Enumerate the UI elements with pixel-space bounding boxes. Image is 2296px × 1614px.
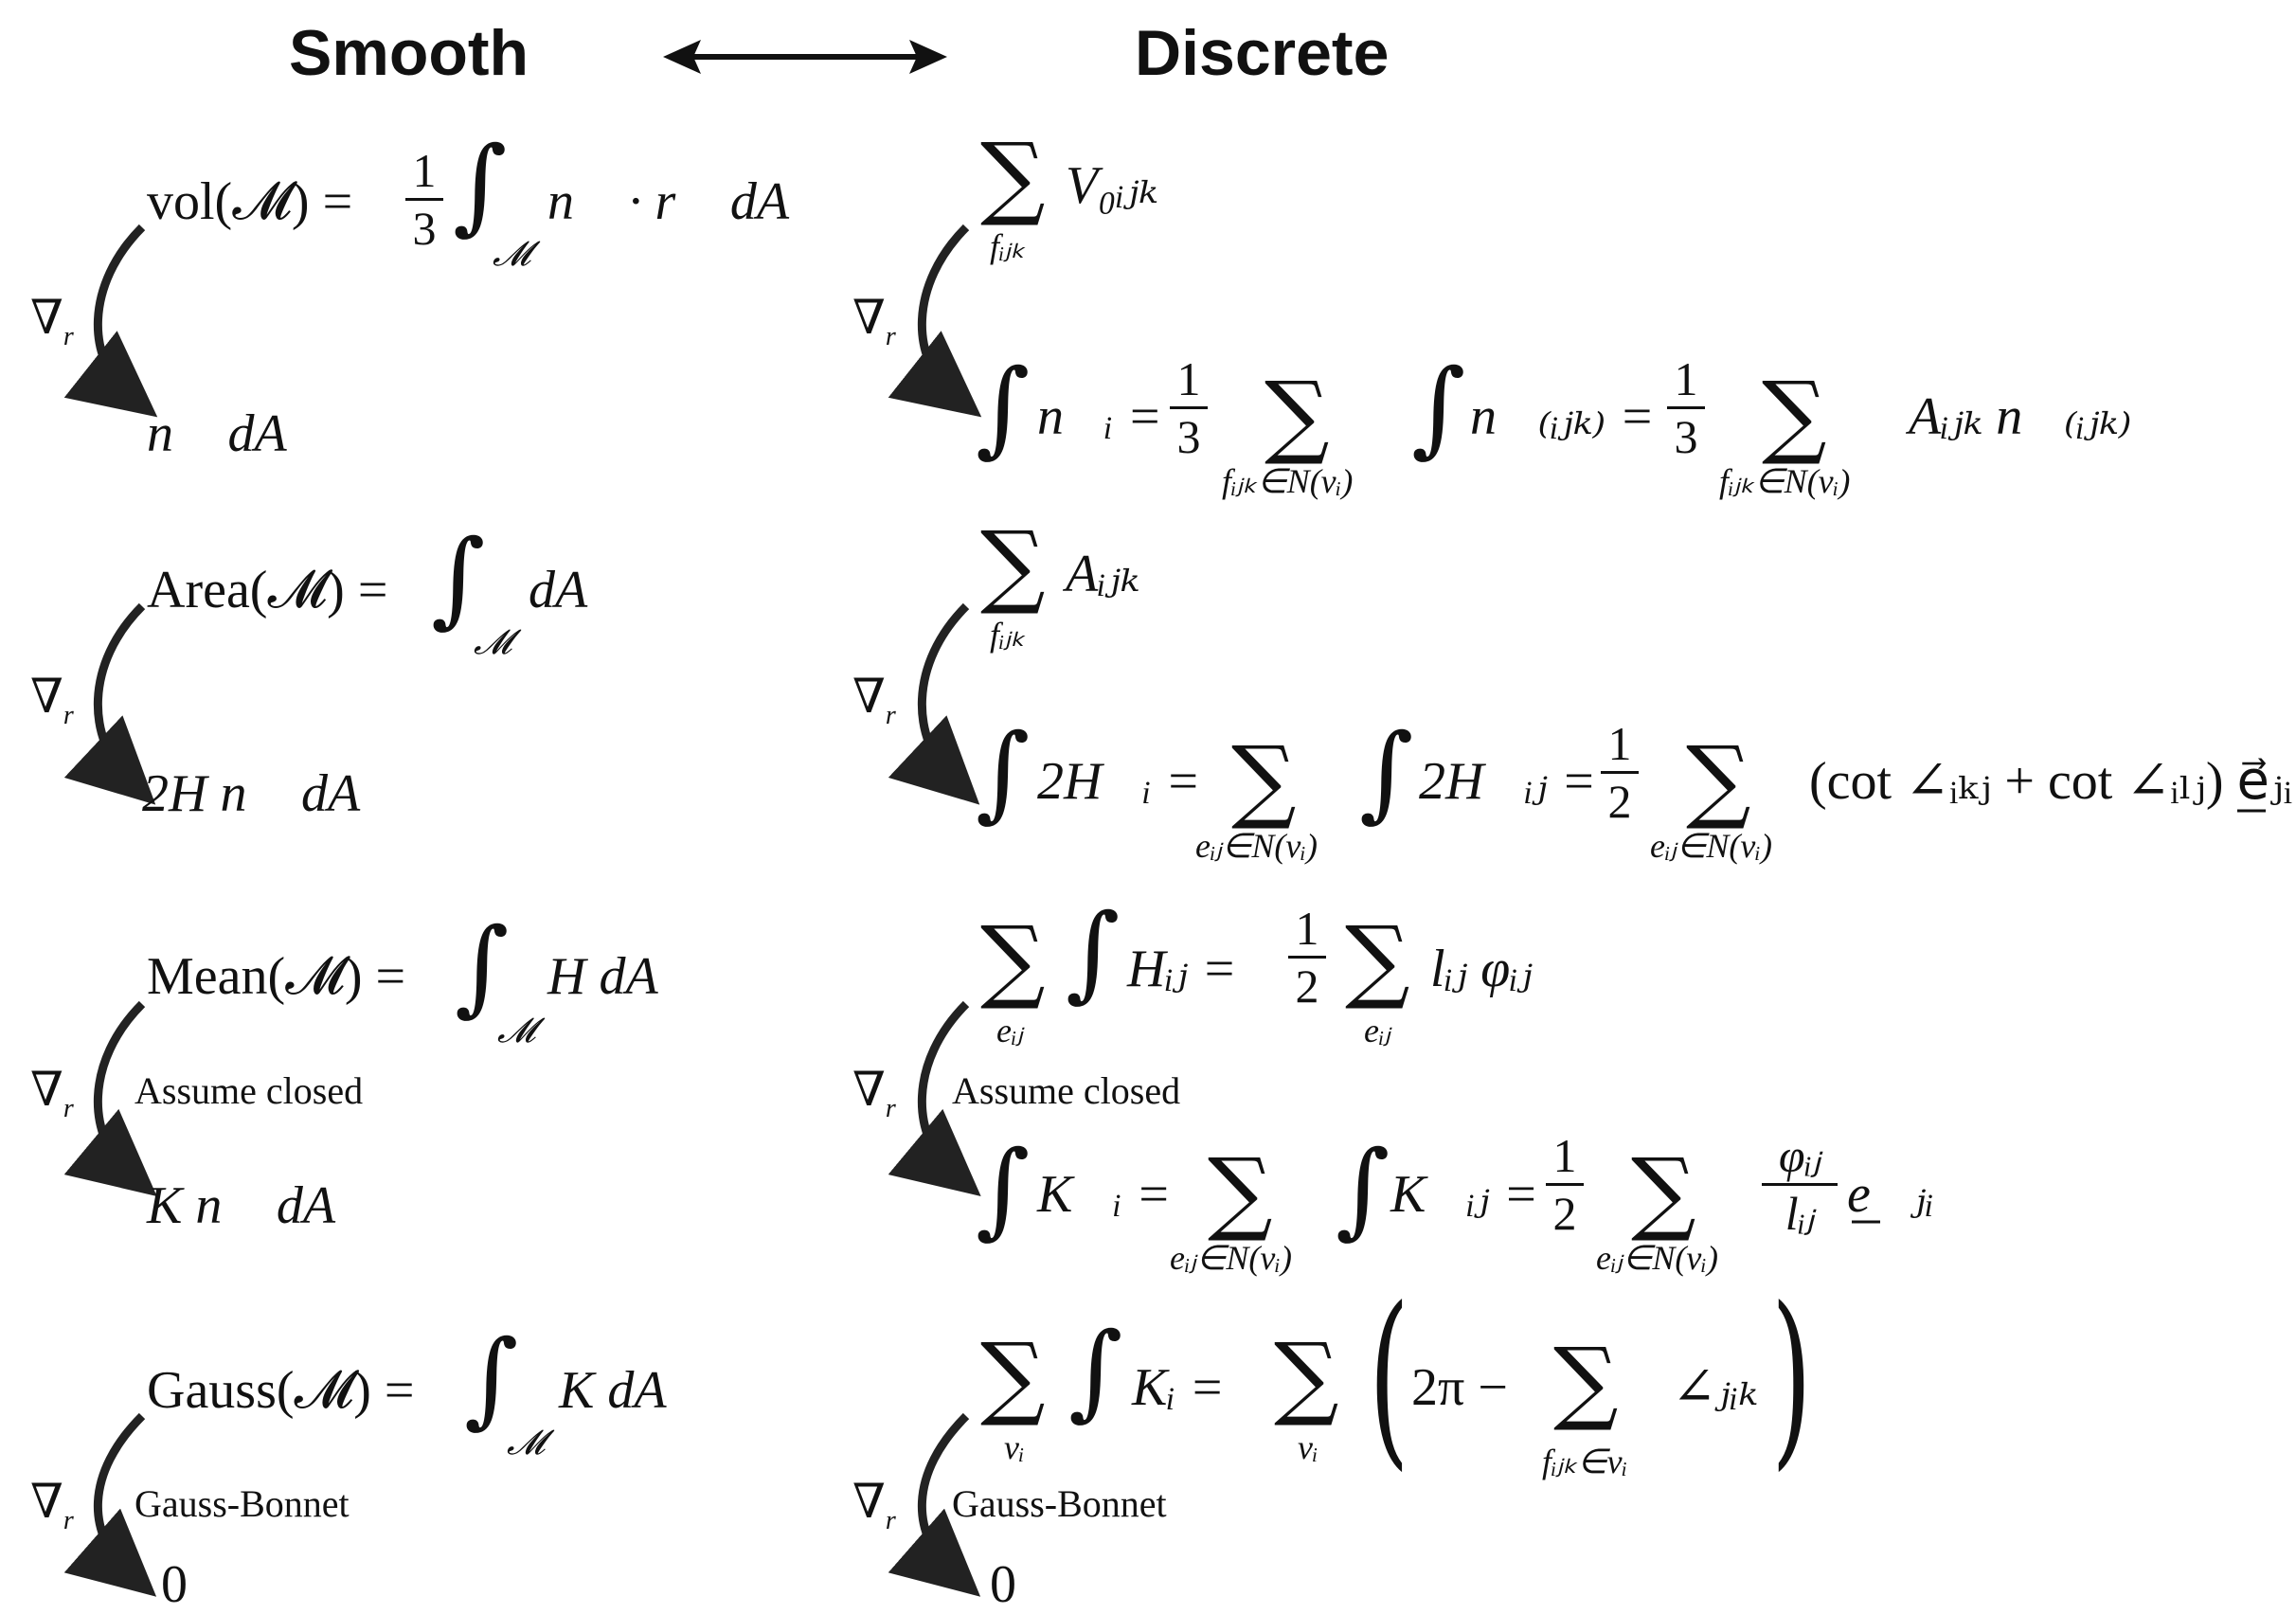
nabla-operator: ∇r⃗ (30, 1474, 95, 1535)
curve-arrow-icon (888, 224, 982, 418)
smooth-gauss-top: Gauss(𝓜) = (147, 1361, 415, 1420)
integral-icon: ∫ (1066, 891, 1121, 1013)
discrete-gauss-top-a: Kᵢ = (1132, 1358, 1225, 1417)
discrete-gauss-top-b: 2π − (1411, 1358, 1508, 1417)
note-gauss-bonnet: Gauss-Bonnet (135, 1482, 350, 1525)
nabla-operator: ∇r⃗ (30, 1062, 95, 1123)
discrete-mean-bottom-b: K⃗ᵢⱼ = (1390, 1165, 1539, 1224)
integral-icon: ∫ (976, 347, 1031, 468)
sum-icon: ∑ (1631, 1139, 1696, 1245)
discrete-gauss-bottom: 0 (990, 1555, 1016, 1614)
sum-icon: ∑ (1345, 906, 1410, 1013)
discrete-mean-top-a: Hᵢⱼ = (1127, 940, 1237, 998)
subscript-eij-in-N: eᵢⱼ∈N(vᵢ) (1170, 1239, 1292, 1277)
right-paren-icon: ) (1771, 1267, 1812, 1488)
discrete-vol-top: V₀ᵢⱼₖ (1066, 156, 1158, 215)
smooth-vol-bottom: n⃗ dA (147, 404, 287, 463)
sum-icon: ∑ (1265, 362, 1330, 468)
sum-icon: ∑ (980, 123, 1046, 229)
subscript-vi: vᵢ (1298, 1428, 1318, 1466)
smooth-area-top-tail: dA (529, 561, 588, 619)
integral-icon: ∫ (1068, 1310, 1123, 1431)
integral-icon: ∫ (1411, 347, 1466, 468)
nabla-operator: ∇r⃗ (30, 669, 95, 730)
discrete-vol-bottom-a: n⃗ᵢ = (1037, 387, 1163, 446)
discrete-vol-bottom-b: n⃗₍ᵢⱼₖ₎ = (1470, 387, 1655, 446)
smooth-area-top: Area(𝓜) = (147, 561, 388, 619)
smooth-vol-top: vol(𝓜) = (147, 172, 353, 231)
discrete-gauss-top-c: ∠ⱼᵢₖ (1672, 1358, 1758, 1417)
nabla-operator: ∇r⃗ (852, 669, 917, 730)
sum-icon: ∑ (1553, 1328, 1619, 1434)
nabla-operator: ∇r⃗ (852, 1474, 917, 1535)
curve-arrow-icon (63, 602, 156, 805)
discrete-area-top: Aᵢⱼₖ (1066, 545, 1140, 603)
discrete-vol-bottom-c: Aᵢⱼₖ n⃗₍ᵢⱼₖ₎ (1909, 387, 2132, 446)
subscript-fijk: fᵢⱼₖ (990, 616, 1026, 654)
sum-icon: ∑ (980, 906, 1046, 1013)
smooth-mean-bottom: K n⃗ dA (147, 1176, 336, 1235)
subscript-vi: vᵢ (1004, 1428, 1025, 1466)
discrete-area-bottom-c: (cot ∠ᵢₖⱼ + cot ∠ᵢₗⱼ) e⃗ⱼᵢ (1809, 752, 2292, 811)
smooth-gauss-bottom: 0 (161, 1555, 188, 1614)
discrete-mean-bottom-c: e⃗ⱼᵢ (1847, 1165, 1935, 1224)
double-arrow-icon (663, 40, 947, 74)
subscript-eij-in-N: eᵢⱼ∈N(vᵢ) (1650, 827, 1772, 865)
subscript-eij: eᵢⱼ (996, 1012, 1023, 1049)
nabla-operator: ∇r⃗ (852, 290, 917, 351)
integral-icon: ∫ (976, 1128, 1031, 1249)
curve-arrow-icon (63, 224, 158, 418)
header-discrete: Discrete (1135, 17, 1390, 89)
smooth-mean-top: Mean(𝓜) = (147, 947, 406, 1006)
smooth-area-bottom: 2H n⃗ dA (142, 764, 361, 823)
subscript-M: 𝓜 (507, 1424, 546, 1462)
sum-icon: ∑ (1208, 1139, 1273, 1245)
nabla-operator: ∇r⃗ (852, 1062, 917, 1123)
integral-icon: ∫ (464, 1318, 519, 1439)
sum-icon: ∑ (980, 511, 1046, 618)
subscript-eij: eᵢⱼ (1364, 1012, 1390, 1049)
nabla-operator: ∇r⃗ (30, 290, 95, 351)
smooth-gauss-top-tail: K dA (559, 1361, 667, 1420)
subscript-fijk-in-vi: fᵢⱼₖ∈vᵢ (1542, 1443, 1628, 1480)
integral-icon: ∫ (1359, 711, 1414, 833)
subscript-fijk: fᵢⱼₖ (990, 227, 1026, 265)
subscript-M: 𝓜 (497, 1012, 536, 1049)
note-assume-closed: Assume closed (135, 1069, 364, 1112)
discrete-area-bottom-a: 2H⃗ᵢ = (1037, 752, 1201, 811)
sum-icon: ∑ (980, 1323, 1046, 1429)
integral-icon: ∫ (976, 711, 1031, 833)
integral-icon: ∫ (453, 124, 508, 245)
curve-arrow-icon (888, 602, 980, 805)
subscript-M: 𝓜 (474, 623, 512, 661)
left-paren-icon: ( (1369, 1267, 1409, 1488)
integral-icon: ∫ (455, 906, 510, 1027)
integral-icon: ∫ (431, 517, 486, 638)
sum-icon: ∑ (1762, 362, 1827, 468)
subscript-fijk-in-N: fᵢⱼₖ∈N(vᵢ) (1719, 462, 1851, 500)
discrete-area-bottom-b: 2H⃗ᵢⱼ = (1419, 752, 1597, 811)
integral-icon: ∫ (1336, 1128, 1390, 1249)
sum-icon: ∑ (1274, 1323, 1339, 1429)
discrete-mean-top-b: lᵢⱼ φᵢⱼ (1430, 940, 1533, 998)
sum-icon: ∑ (1686, 726, 1751, 833)
subscript-eij-in-N: eᵢⱼ∈N(vᵢ) (1596, 1239, 1718, 1277)
note-gauss-bonnet: Gauss-Bonnet (952, 1482, 1167, 1525)
discrete-mean-bottom-a: K⃗ᵢ = (1037, 1165, 1172, 1224)
smooth-mean-top-tail: H dA (547, 947, 658, 1006)
note-assume-closed: Assume closed (952, 1069, 1181, 1112)
subscript-fijk-in-N: fᵢⱼₖ∈N(vᵢ) (1222, 462, 1354, 500)
smooth-vol-top-tail: n⃗ · r⃗ dA (547, 172, 790, 231)
sum-icon: ∑ (1231, 726, 1297, 833)
subscript-M: 𝓜 (493, 235, 531, 273)
subscript-eij-in-N: eᵢⱼ∈N(vᵢ) (1195, 827, 1318, 865)
header-smooth: Smooth (289, 17, 529, 89)
